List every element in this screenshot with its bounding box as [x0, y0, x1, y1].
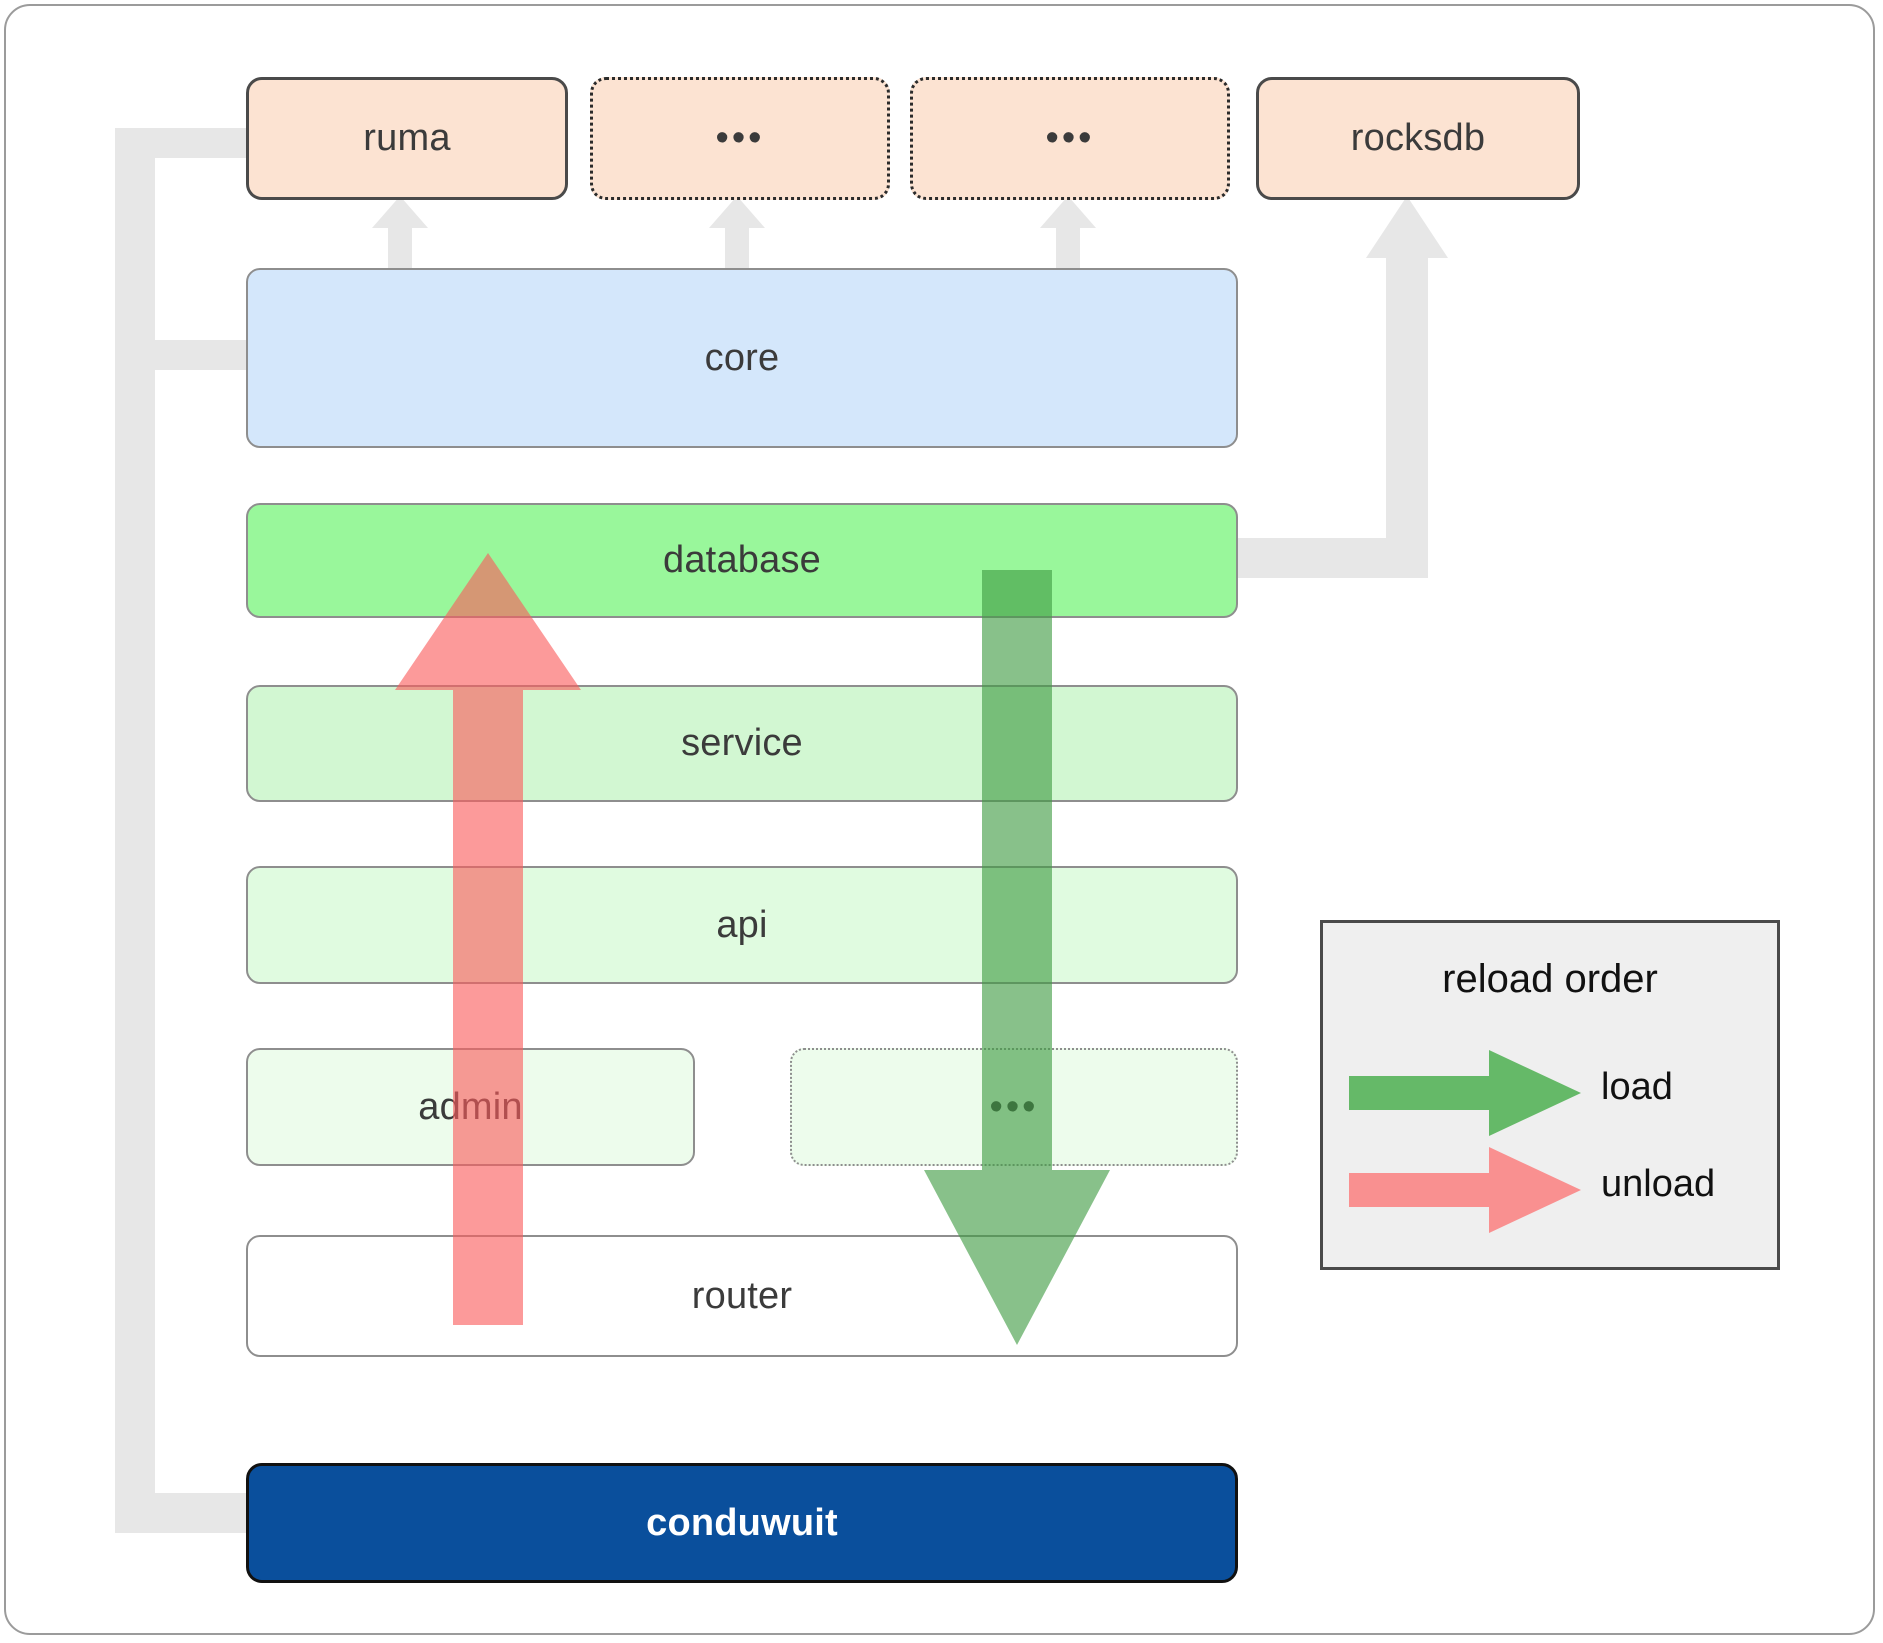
legend-title: reload order [1442, 957, 1658, 1001]
node-ellipsis-1-label: ••• [715, 117, 765, 160]
node-ellipsis-2-label: ••• [1045, 117, 1095, 160]
node-ellipsis-2[interactable]: ••• [910, 77, 1230, 200]
diagram-frame [4, 4, 1875, 1635]
node-core[interactable]: core [246, 268, 1238, 448]
node-api[interactable]: api [246, 866, 1238, 984]
node-service-label: service [681, 722, 803, 764]
node-api-label: api [716, 903, 768, 946]
node-rocksdb[interactable]: rocksdb [1256, 77, 1580, 200]
node-conduwuit-label: conduwuit [646, 1501, 838, 1544]
node-admin-label: admin [418, 1085, 523, 1128]
legend-item-load: load [1323, 1048, 1777, 1138]
node-ellipsis-1[interactable]: ••• [590, 77, 890, 200]
legend-item-unload: unload [1323, 1145, 1777, 1235]
legend: reload order load unload [1320, 920, 1780, 1270]
node-admin-sibling[interactable]: ••• [790, 1048, 1238, 1166]
legend-unload-label: unload [1601, 1163, 1716, 1205]
node-admin[interactable]: admin [246, 1048, 695, 1166]
node-admin-sibling-label: ••• [989, 1085, 1039, 1128]
node-router[interactable]: router [246, 1235, 1238, 1357]
load-arrow-icon [1349, 1050, 1581, 1136]
node-service[interactable]: service [246, 685, 1238, 802]
node-rocksdb-label: rocksdb [1350, 117, 1486, 159]
node-database[interactable]: database [246, 503, 1238, 618]
unload-arrow-icon [1349, 1147, 1581, 1233]
node-core-label: core [704, 336, 780, 379]
node-ruma[interactable]: ruma [246, 77, 568, 200]
node-ruma-label: ruma [363, 117, 451, 159]
legend-load-label: load [1601, 1066, 1673, 1108]
node-router-label: router [691, 1274, 793, 1317]
node-database-label: database [663, 539, 821, 581]
node-conduwuit[interactable]: conduwuit [246, 1463, 1238, 1583]
